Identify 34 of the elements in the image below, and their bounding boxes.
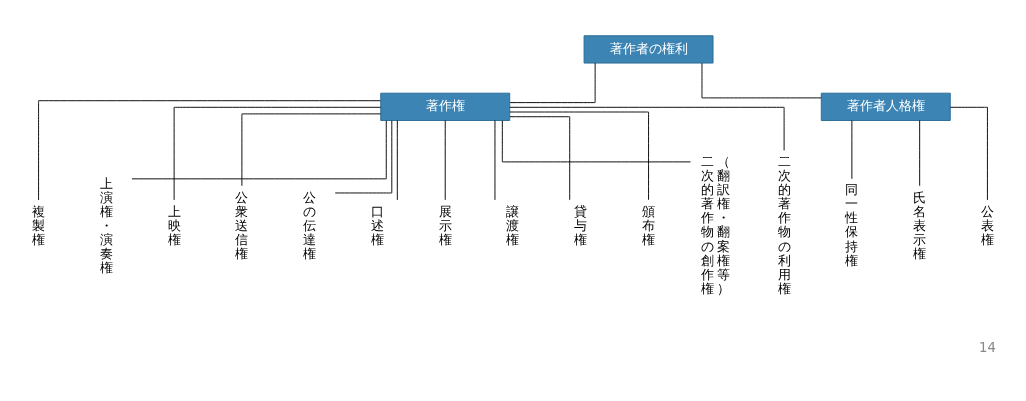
node-text: 上映権	[167, 203, 181, 247]
connector	[509, 116, 571, 201]
node-box: 著作者人格権	[820, 92, 951, 121]
connector	[701, 62, 822, 99]
connector	[509, 111, 649, 201]
node-box: 著作者の権利	[583, 35, 714, 64]
label: 14	[979, 339, 996, 355]
connector	[38, 100, 381, 201]
node-box: 著作権	[380, 92, 511, 121]
connector	[334, 120, 393, 194]
node-text: 口述権	[370, 203, 384, 247]
connector	[501, 120, 691, 163]
node-text: 二次的著作物の利用権	[777, 153, 791, 296]
node-text: 頒布権	[641, 203, 655, 247]
connector	[919, 120, 921, 187]
node-text: 譲渡権	[506, 203, 520, 247]
node-text: 貸与権	[574, 203, 588, 247]
node-text: 公衆送信権	[235, 189, 249, 262]
node-text: 複製権	[31, 203, 45, 247]
connector	[509, 62, 596, 104]
connector	[509, 106, 785, 151]
node-text: 上演権・演奏権	[99, 175, 113, 276]
node-text: 公表権	[980, 203, 994, 247]
node-text: 展示権	[438, 203, 452, 247]
connector	[444, 120, 446, 201]
node-text: 公の伝達権	[303, 189, 317, 262]
node-text: 氏名表示権	[913, 189, 927, 262]
connector	[396, 120, 398, 201]
connector	[241, 113, 382, 187]
node-text: 同一性保持権	[845, 182, 859, 268]
connector	[173, 106, 382, 201]
connector	[131, 120, 387, 180]
connector	[949, 106, 988, 201]
node-text: 二次的著作物の創作権 （翻訳権・翻案権等）	[701, 153, 731, 296]
